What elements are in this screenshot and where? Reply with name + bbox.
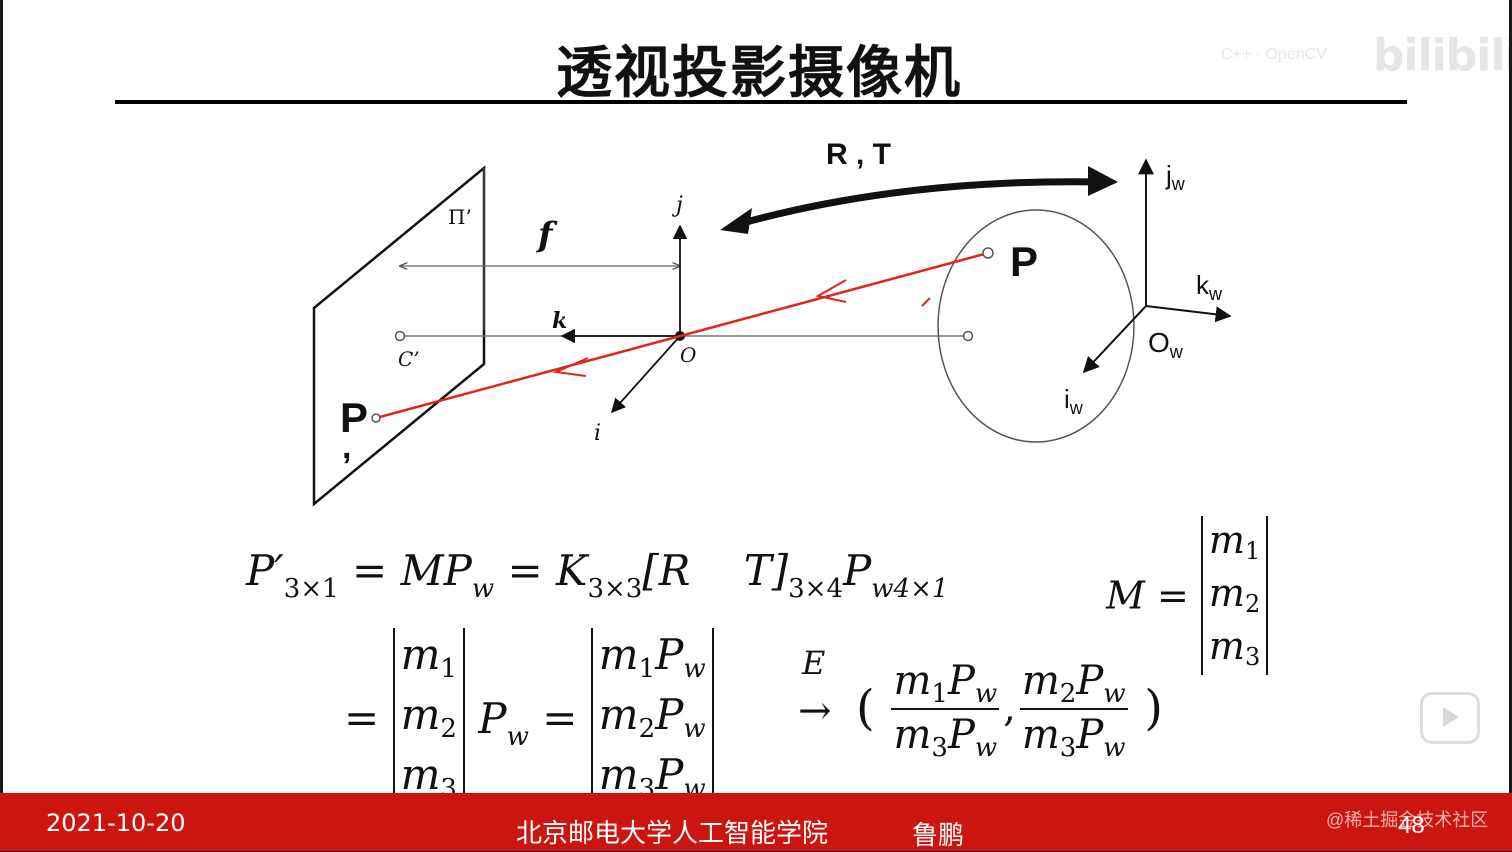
eq2-m-matrix: m1 m2 m3 <box>392 628 465 808</box>
eq2-prod-row-1: m1Pw <box>598 630 706 684</box>
eq1-k-sub: 3×3 <box>587 574 643 604</box>
rt-arrowhead-right <box>1088 166 1118 196</box>
eq2-m-row-1: m1 <box>400 630 457 684</box>
world-o-label: Ow <box>1148 327 1184 362</box>
eq2-prod-row-2: m2Pw <box>598 690 706 744</box>
camera-i-label: i <box>594 421 601 446</box>
footer-date: 2021-10-20 <box>46 809 186 837</box>
point-p-marker <box>982 247 994 259</box>
paren-close: ) <box>1144 680 1163 736</box>
eq2-m-row-3: m3 <box>400 750 457 804</box>
rt-arrowhead-left <box>720 208 752 234</box>
rt-transform-arrow <box>731 178 1107 230</box>
camera-j-label: j <box>671 193 683 218</box>
center-label: C’ <box>398 347 420 371</box>
point-p-label: P <box>1010 238 1038 285</box>
world-i-label: iw <box>1064 384 1084 418</box>
footer-author: 鲁鹏 <box>912 821 965 851</box>
camera-i-axis <box>611 335 681 414</box>
rt-label: R , T <box>826 138 891 171</box>
m-def-matrix: m1 m2 m3 <box>1200 516 1269 675</box>
paren-open: ( <box>856 680 875 736</box>
ray-arrow-lower <box>552 357 589 377</box>
plane-label: Π’ <box>448 205 472 229</box>
m-def-row-3: m3 <box>1208 624 1261 671</box>
title-underline <box>115 100 1407 104</box>
eq1-mp-sub: w <box>471 574 495 604</box>
eq2-m-row-2: m2 <box>400 690 457 744</box>
footer-institution: 北京邮电大学人工智能学院 <box>516 819 829 849</box>
point-pprime-label: P <box>340 394 368 441</box>
eq2-pw: Pw <box>478 693 529 752</box>
eq1-lhs-sub: 3×1 <box>283 574 339 604</box>
equation-normalized: ( m1Pw m3Pw , m2Pw m3Pw ) <box>856 658 1163 763</box>
focal-label: f <box>536 215 558 255</box>
eq2-product-matrix: m1Pw m2Pw m3Pw <box>590 628 714 808</box>
bilibili-watermark: bilibili <box>1373 30 1509 81</box>
eq2-equals-1: = <box>344 693 380 743</box>
world-j-label: jw <box>1165 160 1186 194</box>
object-ellipse <box>937 209 1135 443</box>
pprime-mark: , <box>342 428 351 466</box>
eq1-k: K <box>556 546 588 595</box>
slide: 透视投影摄像机 C++ · OpenCV bilibili <box>3 0 1509 851</box>
m-def-lhs: M = <box>1106 573 1189 618</box>
center-point <box>394 330 406 342</box>
eq2-equals-2: = <box>542 693 578 743</box>
eq1-lhs: P′ <box>246 546 284 595</box>
video-play-button[interactable] <box>1420 692 1480 744</box>
mapping-arrow: → <box>798 688 832 734</box>
page-number: 48 <box>1398 812 1425 839</box>
fraction-y: m2Pw m3Pw <box>1019 658 1128 763</box>
eq1-pw: P <box>843 546 872 595</box>
image-plane <box>312 165 486 507</box>
world-i-axis <box>1082 305 1147 374</box>
world-k-label: kw <box>1196 270 1223 304</box>
projection-ray <box>375 251 989 420</box>
m-def-row-2: m2 <box>1208 571 1261 618</box>
equation-projection: P′3×1 = MPw = K3×3[R T]3×4Pw4×1 <box>246 546 948 604</box>
ray-arrow-upper <box>815 279 847 303</box>
eq1-rt: [R T] <box>642 546 789 595</box>
fraction-x: m1Pw m3Pw <box>891 658 1000 763</box>
fraction-comma: , <box>1003 685 1016 731</box>
eq1-equals-2: = <box>507 546 543 595</box>
site-watermark: @稀土掘金技术社区 <box>1326 810 1489 830</box>
slide-footer: 2021-10-20 北京邮电大学人工智能学院 鲁鹏 <box>0 793 1512 851</box>
eq1-rt-sub: 3×4 <box>788 574 843 604</box>
play-icon <box>1443 707 1459 727</box>
watermark-subtitle: C++ · OpenCV <box>1221 46 1327 63</box>
point-pprime-marker <box>371 413 381 423</box>
eq1-pw-sub: w4×1 <box>871 574 949 604</box>
origin-label: O <box>680 343 696 367</box>
slide-title: 透视投影摄像机 <box>556 41 962 106</box>
world-k-axis <box>1145 305 1232 323</box>
equation-m-definition: M = m1 m2 m3 <box>1106 516 1269 675</box>
m-def-row-1: m1 <box>1208 518 1261 565</box>
equation-expansion: = m1 m2 m3 Pw = m1Pw m2Pw m3Pw <box>344 628 714 808</box>
arrow-label-e: E <box>802 644 826 682</box>
eq1-mp: MP <box>400 546 472 595</box>
cursor-mark <box>921 297 931 307</box>
camera-k-label: k <box>552 308 567 334</box>
axis-end-point <box>962 330 974 342</box>
eq1-equals-1: = <box>352 546 388 595</box>
